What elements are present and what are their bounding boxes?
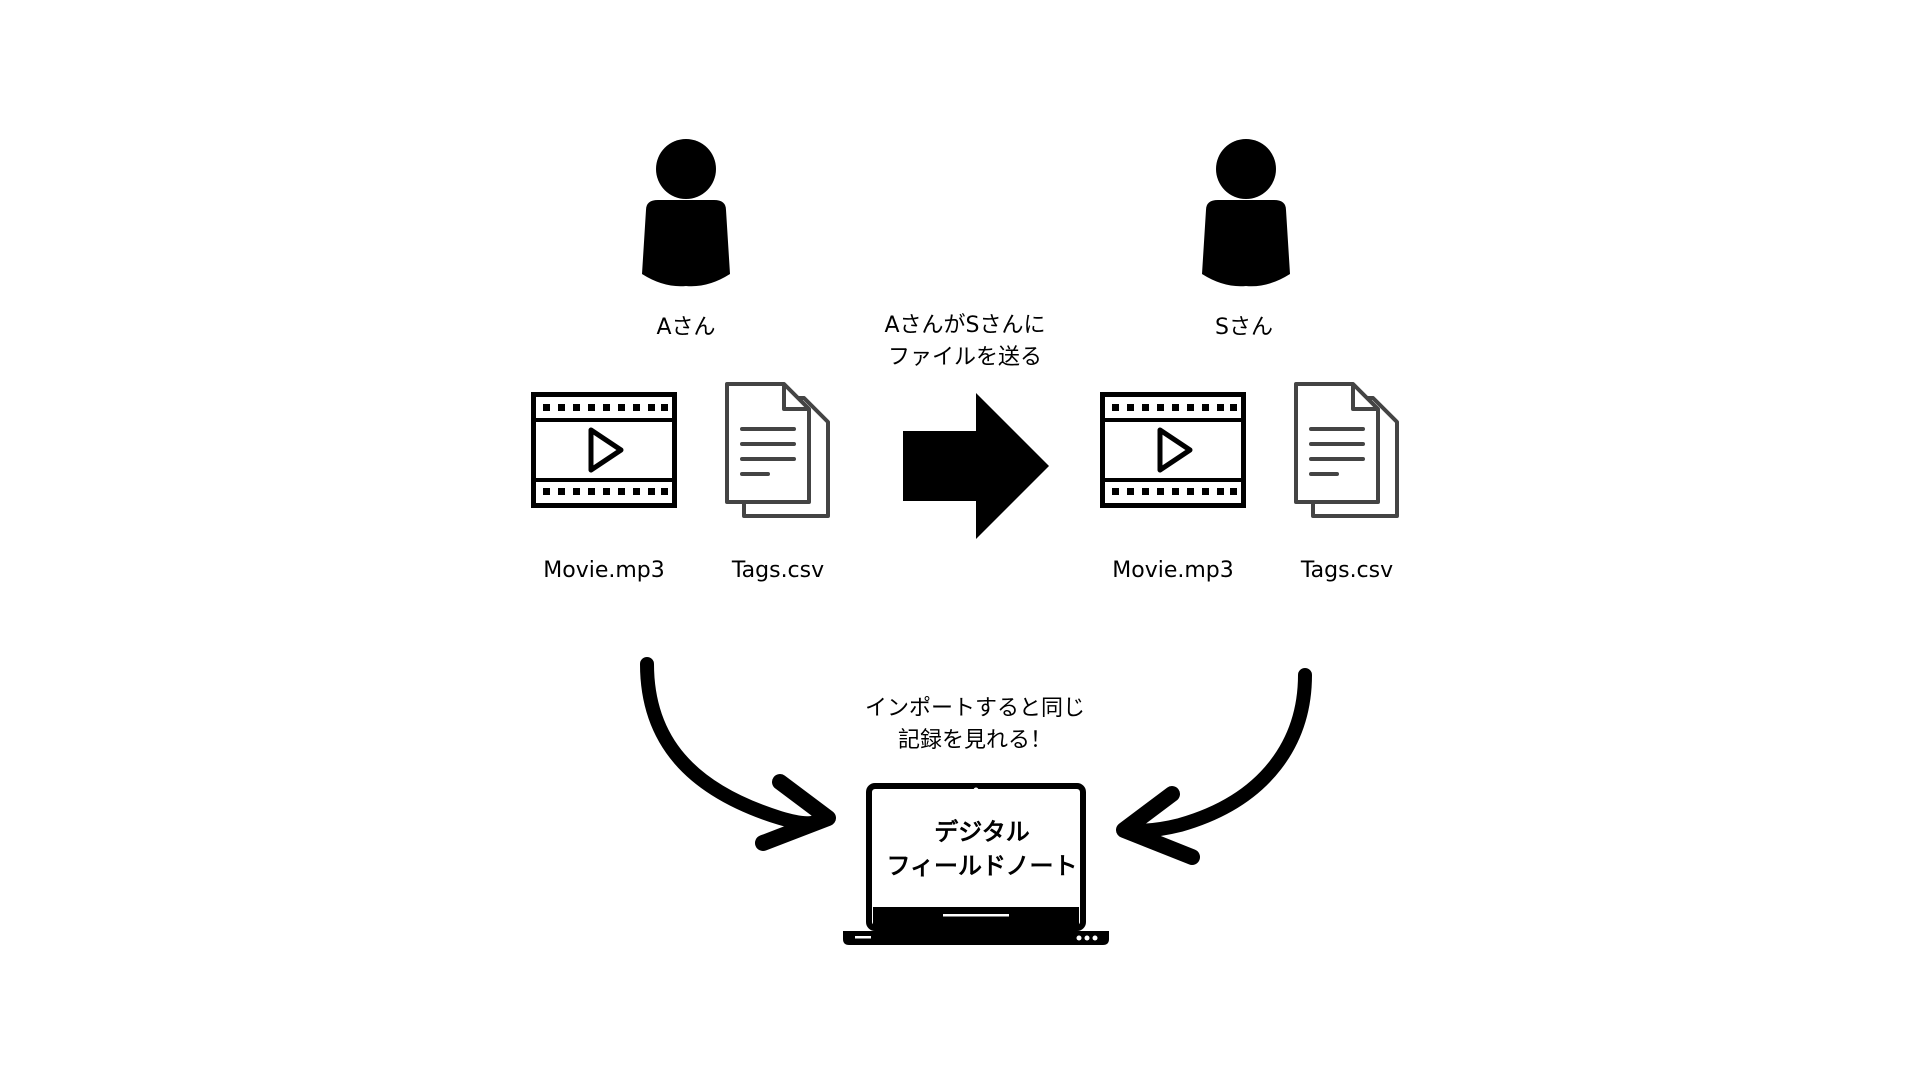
person-icon — [642, 139, 730, 287]
video-file-icon — [1100, 392, 1246, 508]
file-name: Movie.mp3 — [543, 558, 665, 583]
document-icon — [725, 382, 830, 518]
import-caption-line1: インポートすると同じ — [864, 696, 1086, 721]
transfer-caption-line2: ファイルを送る — [887, 345, 1043, 370]
document-icon — [1294, 382, 1399, 518]
transfer-caption-line1: AさんがSさんに — [884, 313, 1046, 338]
file-name: Tags.csv — [731, 558, 825, 583]
file-name: Movie.mp3 — [1112, 558, 1234, 583]
person-icon — [1202, 139, 1290, 287]
laptop-screen-line1: デジタル — [934, 818, 1030, 846]
user-a-label: Aさん — [656, 315, 716, 340]
video-file-icon — [531, 392, 677, 508]
file-name: Tags.csv — [1300, 558, 1394, 583]
user-s-label: Sさん — [1215, 315, 1273, 340]
import-caption-line2: 記録を見れる！ — [897, 728, 1053, 753]
arrow-right-icon — [903, 393, 1049, 539]
laptop-screen-text: デジタル フィールドノート — [878, 815, 1086, 883]
laptop-icon — [843, 783, 1109, 945]
transfer-caption: AさんがSさんに ファイルを送る — [884, 310, 1045, 374]
import-caption: インポートすると同じ 記録を見れる！ — [865, 693, 1085, 757]
laptop-screen-line2: フィールドノート — [886, 852, 1078, 880]
